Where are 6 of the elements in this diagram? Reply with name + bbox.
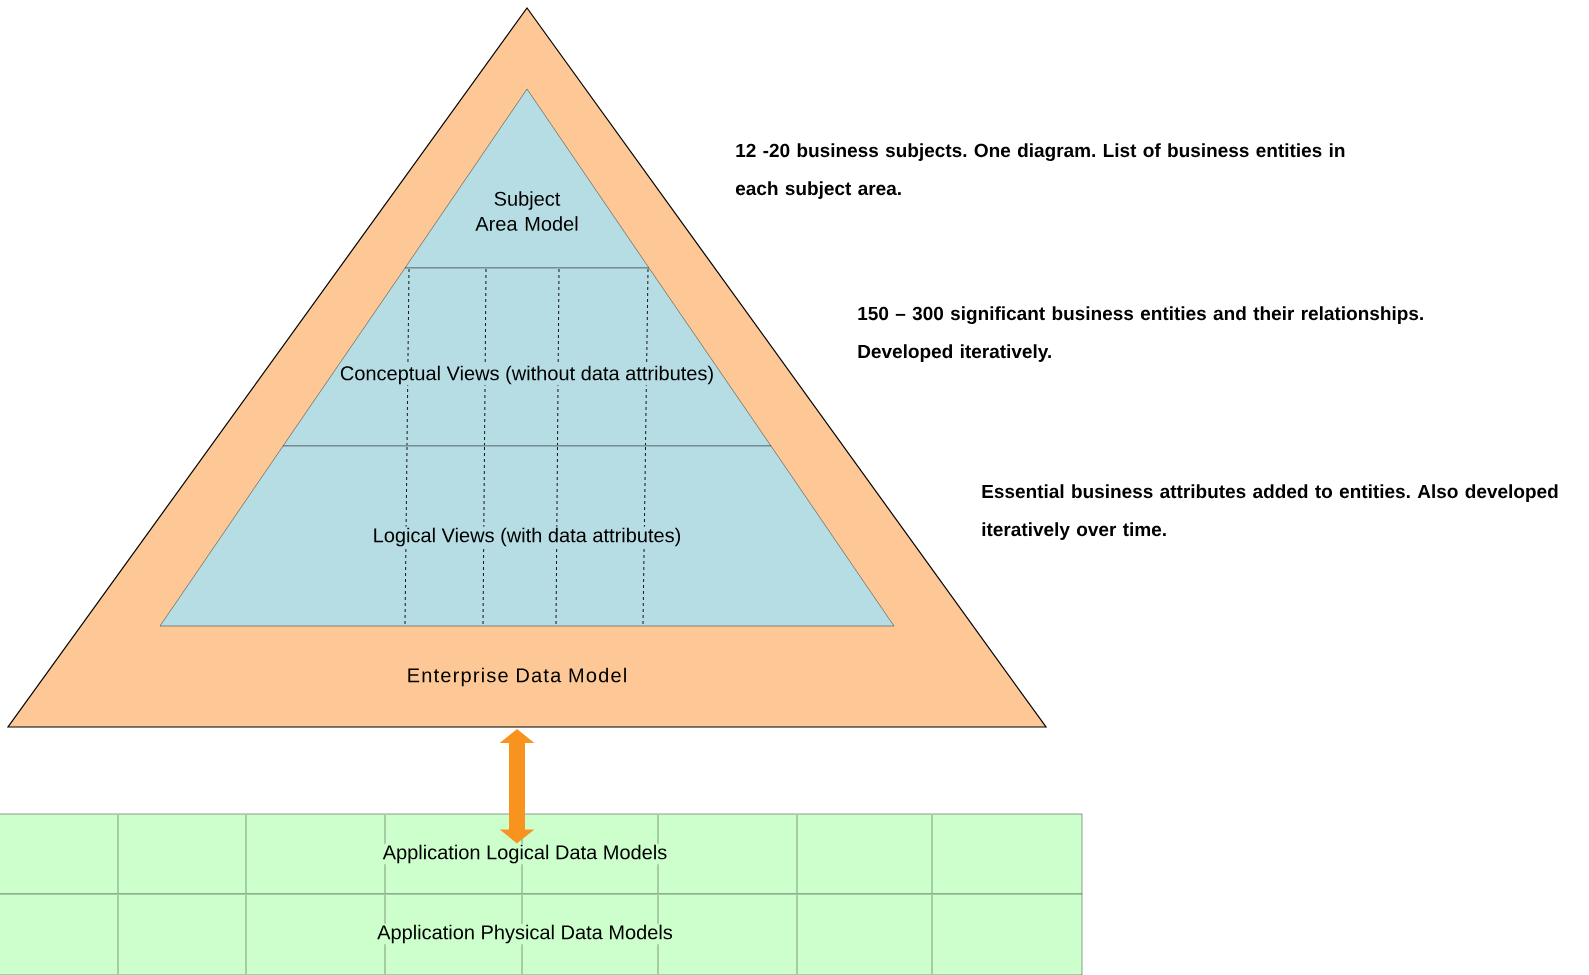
table-row: Application Physical Data Models [0, 893, 1083, 975]
pyramid-section: Conceptual Views (without data attributes) [282, 267, 772, 447]
pyramid-section: Subject Area Model [404, 88, 650, 269]
table-row: Application Logical Data Models [0, 813, 1083, 895]
node-label: Application Logical Data Models [382, 844, 667, 864]
pyramid-section: Logical Views (with data attributes) [159, 445, 895, 627]
